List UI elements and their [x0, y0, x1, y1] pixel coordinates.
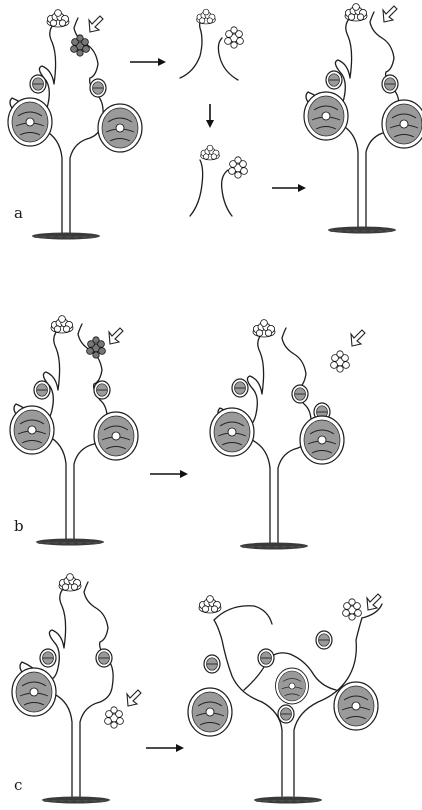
panel-a-detail-1	[180, 9, 243, 80]
panel-b-tip-2	[253, 320, 275, 337]
panel-b-pointer-1	[109, 328, 123, 344]
panel-a-sack-2	[98, 104, 142, 152]
panel-b-sack-1	[10, 406, 54, 454]
panel-c	[12, 574, 382, 804]
panel-c-tip-2	[199, 596, 221, 613]
panel-a	[8, 4, 422, 240]
panel-label-a: a	[14, 206, 23, 221]
panel-b-bud-1	[34, 381, 50, 399]
panel-c-cluster-2	[343, 599, 362, 620]
panel-a-sack-3	[304, 92, 348, 140]
panel-b-bud-3	[232, 379, 248, 397]
panel-c-tip-1	[59, 574, 81, 591]
panel-b-sack-2	[94, 412, 138, 460]
panel-a-arrow-right-2	[272, 184, 306, 192]
panel-c-sack-1	[12, 668, 56, 716]
panel-b-bud-2	[94, 381, 110, 399]
panel-label-c: c	[14, 778, 22, 793]
panel-c-sack-4	[334, 682, 378, 730]
panel-c-bud-6	[278, 705, 294, 723]
panel-c-bud-2	[96, 649, 112, 667]
panel-c-bud-4	[258, 649, 274, 667]
panel-a-sack-4	[382, 100, 422, 148]
panel-c-arrow-right	[146, 744, 184, 752]
panel-b-tip-1	[51, 316, 73, 333]
panel-b-bud-4	[292, 385, 308, 403]
panel-b-cluster-1	[87, 337, 106, 358]
panel-c-cluster-1	[105, 707, 124, 728]
panel-c-pointer-2	[367, 594, 381, 610]
panel-b	[10, 316, 365, 550]
panel-a-pointer-2	[383, 6, 397, 22]
panel-c-sack-3	[188, 688, 232, 736]
panel-a-bud-3	[326, 71, 342, 89]
panel-a-sack-1	[8, 98, 52, 146]
panel-a-tip-2	[345, 4, 367, 21]
panel-b-pointer-2	[351, 330, 365, 346]
panel-b-arrow-right	[150, 470, 188, 478]
panel-c-bud-3	[204, 655, 220, 673]
panel-a-cluster-1	[71, 35, 90, 56]
panel-a-bud-1	[30, 75, 46, 93]
panel-c-sack-2	[276, 668, 309, 704]
panel-a-bud-4	[382, 75, 398, 93]
panel-c-pointer-1	[127, 690, 141, 706]
panel-a-pointer-1	[89, 16, 103, 32]
panel-label-b: b	[14, 519, 24, 534]
panel-c-bud-1	[40, 649, 56, 667]
panel-b-cluster-2	[331, 351, 350, 372]
panel-a-tip-1	[47, 10, 69, 27]
panel-c-bud-5	[316, 631, 332, 649]
panel-a-detail-2	[190, 145, 247, 216]
panel-a-arrow-down	[206, 104, 214, 128]
panel-a-arrow-right-1	[130, 58, 166, 66]
panel-b-sack-3	[210, 408, 254, 456]
panel-b-sack-4	[300, 416, 344, 464]
panel-a-bud-2	[90, 79, 106, 97]
